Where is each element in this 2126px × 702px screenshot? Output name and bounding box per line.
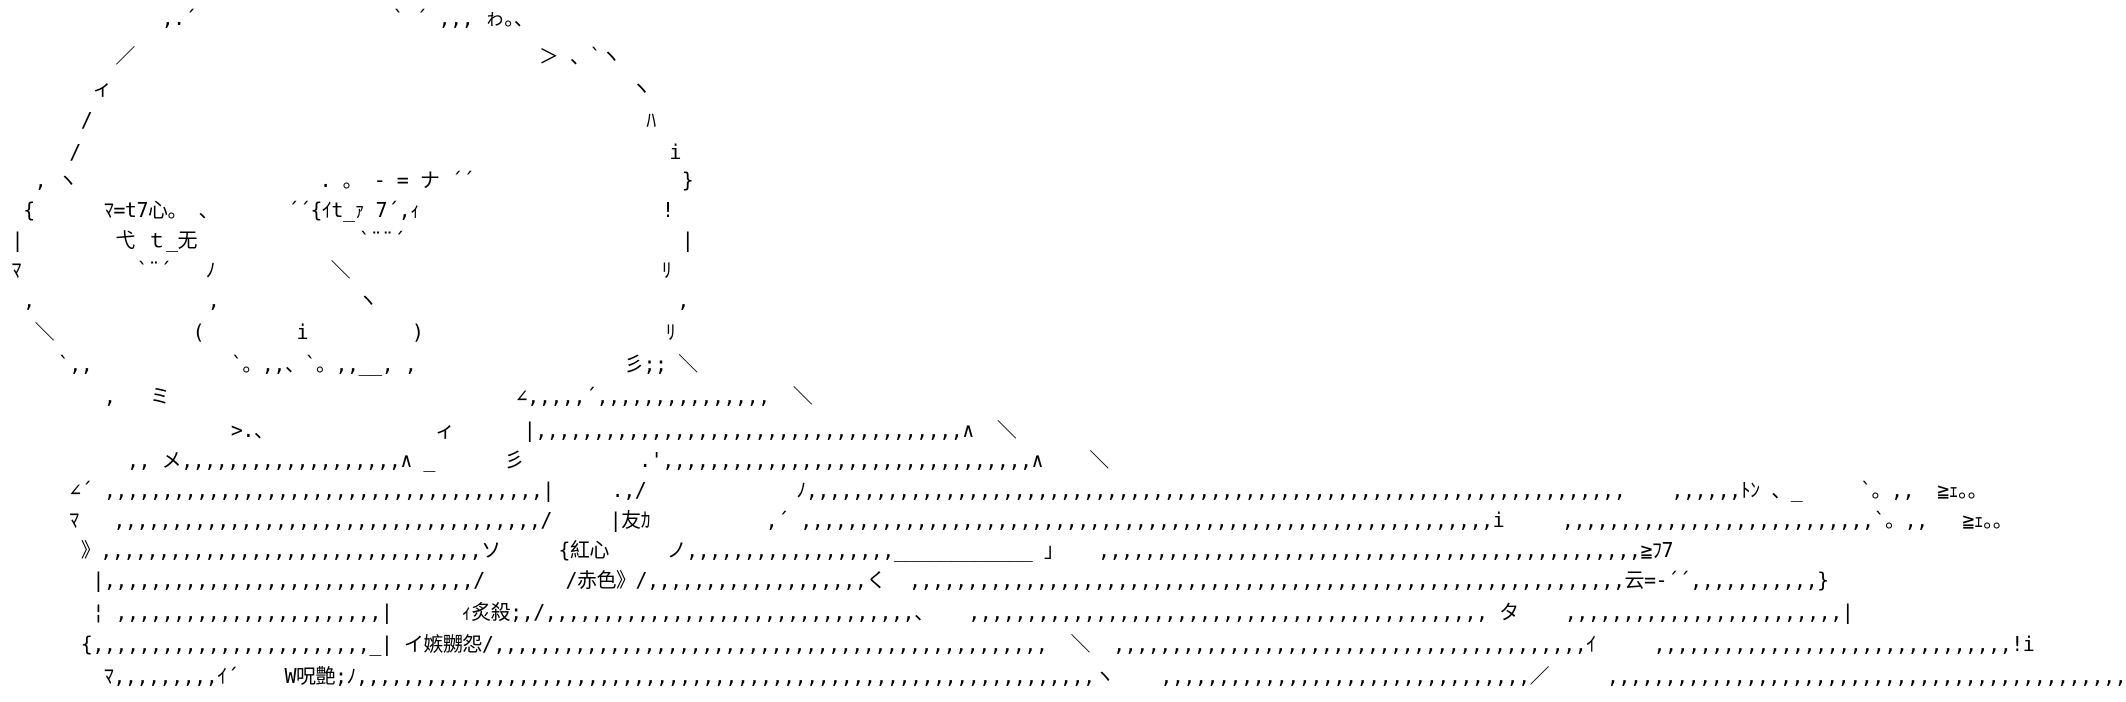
ascii-art-line: | 弋 ｔ_无 `¨¨´ | [0, 228, 694, 252]
ascii-art-line: ∠´ ,,,,,,,,,,,,,,,,,,,,,,,,,,,,,,,,,,,,,… [0, 478, 1988, 502]
ascii-art-line: ィ ヽ [0, 76, 651, 100]
ascii-art-line: ¦ ,,,,,,,,,,,,,,,,,,,,,,,| ｨ炙殺;,/,,,,,,,… [0, 600, 1854, 624]
ascii-art-line: / ﾊ [0, 108, 657, 132]
ascii-art-line: |,,,,,,,,,,,,,,,,,,,,,,,,,,,,,,,,/ /赤色》/… [0, 568, 1829, 592]
ascii-art-line: / i [0, 140, 681, 164]
ascii-art-line: , , ヽ , [0, 288, 689, 312]
ascii-art-line: , ヽ . 。 ‐ = ナ ´´ } [0, 168, 694, 192]
ascii-art-line: ,, メ,,,,,,,,,,,,,,,,,,,∧ _ 彡 .',,,,,,,,,… [0, 448, 1109, 472]
ascii-art-line: {,,,,,,,,,,,,,,,,,,,,,,,,_| イ嫉嬲怨/,,,,,,,… [0, 632, 2035, 656]
ascii-art-line: ＼ ( i ) ﾘ [0, 320, 676, 344]
ascii-art-line: 》,,,,,,,,,,,,,,,,,,,,,,,,,,,,,,,,,ソ {紅心 … [0, 538, 1674, 562]
ascii-art-line: ﾏ `¨´ ﾉ ＼ ﾘ [0, 258, 672, 282]
ascii-art-line: ﾏ,,,,,,,,,ｲ´ W呪艶;ﾉ,,,,,,,,,,,,,,,,,,,,,,… [0, 664, 2126, 688]
ascii-art-line: , ミ ∠,,,,,´,,,,,,,,,,,,,,, ＼ [0, 384, 813, 408]
ascii-art-line: ﾏ ,,,,,,,,,,,,,,,,,,,,,,,,,,,,,,,,,,,,,/… [0, 508, 2013, 532]
ascii-art-line: { ﾏ=t7心。 、 ´´{ｲt_ｧ 7´,ｨ ! [0, 198, 674, 222]
ascii-art-line: ,.´ ` ´ ,,, ゎ。、 [0, 6, 534, 30]
ascii-art-line: >.、 ィ |,,,,,,,,,,,,,,,,,,,,,,,,,,,,,,,,,… [0, 418, 1017, 442]
ascii-art-line: ／ ＞ 、`ヽ [0, 44, 621, 68]
ascii-art-line: `,, `。,,、`。,,__, , 彡;; ＼ [0, 352, 698, 376]
